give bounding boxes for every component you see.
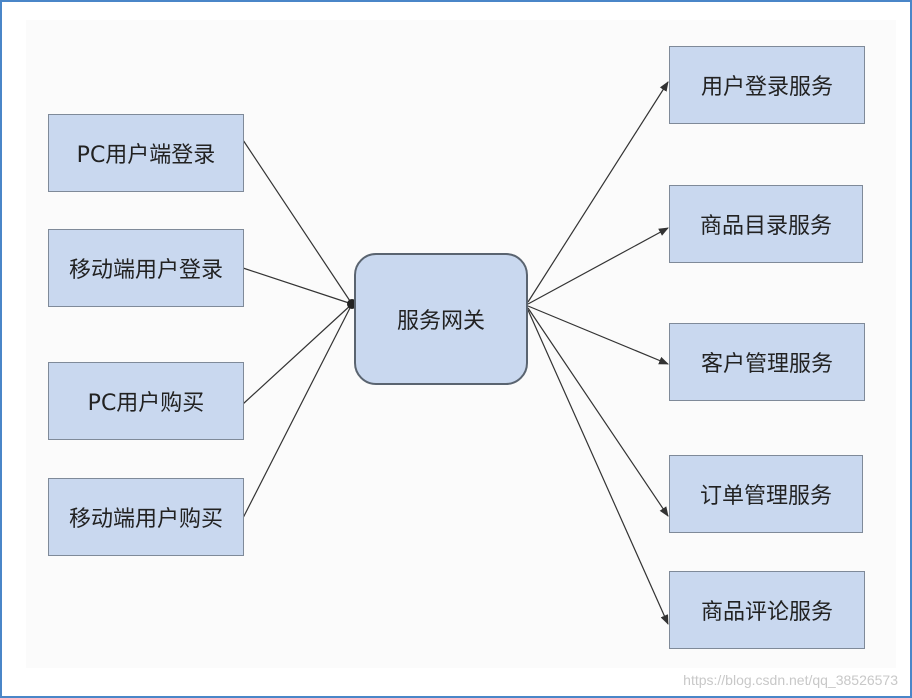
- node-pc-login: PC用户端登录: [48, 114, 244, 192]
- node-mobile-login: 移动端用户登录: [48, 229, 244, 307]
- node-catalog-service: 商品目录服务: [669, 185, 863, 263]
- edge-gateway-to-order: [527, 307, 669, 517]
- edge-gateway-to-catalog: [527, 227, 669, 305]
- node-review-service: 商品评论服务: [669, 571, 865, 649]
- node-order-service: 订单管理服务: [669, 455, 863, 533]
- edge-pc-buy-to-gateway: [242, 303, 353, 405]
- node-pc-buy: PC用户购买: [48, 362, 244, 440]
- node-customer-service: 客户管理服务: [669, 323, 865, 401]
- edge-mobile-buy-to-gateway: [242, 303, 353, 519]
- edge-gateway-to-review: [527, 309, 669, 625]
- node-mobile-buy: 移动端用户购买: [48, 478, 244, 556]
- edge-gateway-to-customer: [527, 305, 669, 365]
- edge-pc-login-to-gateway: [242, 139, 353, 305]
- edge-mobile-login-to-gateway: [242, 267, 353, 305]
- watermark-text: https://blog.csdn.net/qq_38526573: [683, 672, 898, 688]
- edge-gateway-to-user-login: [527, 81, 669, 303]
- node-user-login-service: 用户登录服务: [669, 46, 865, 124]
- node-gateway: 服务网关: [354, 253, 528, 385]
